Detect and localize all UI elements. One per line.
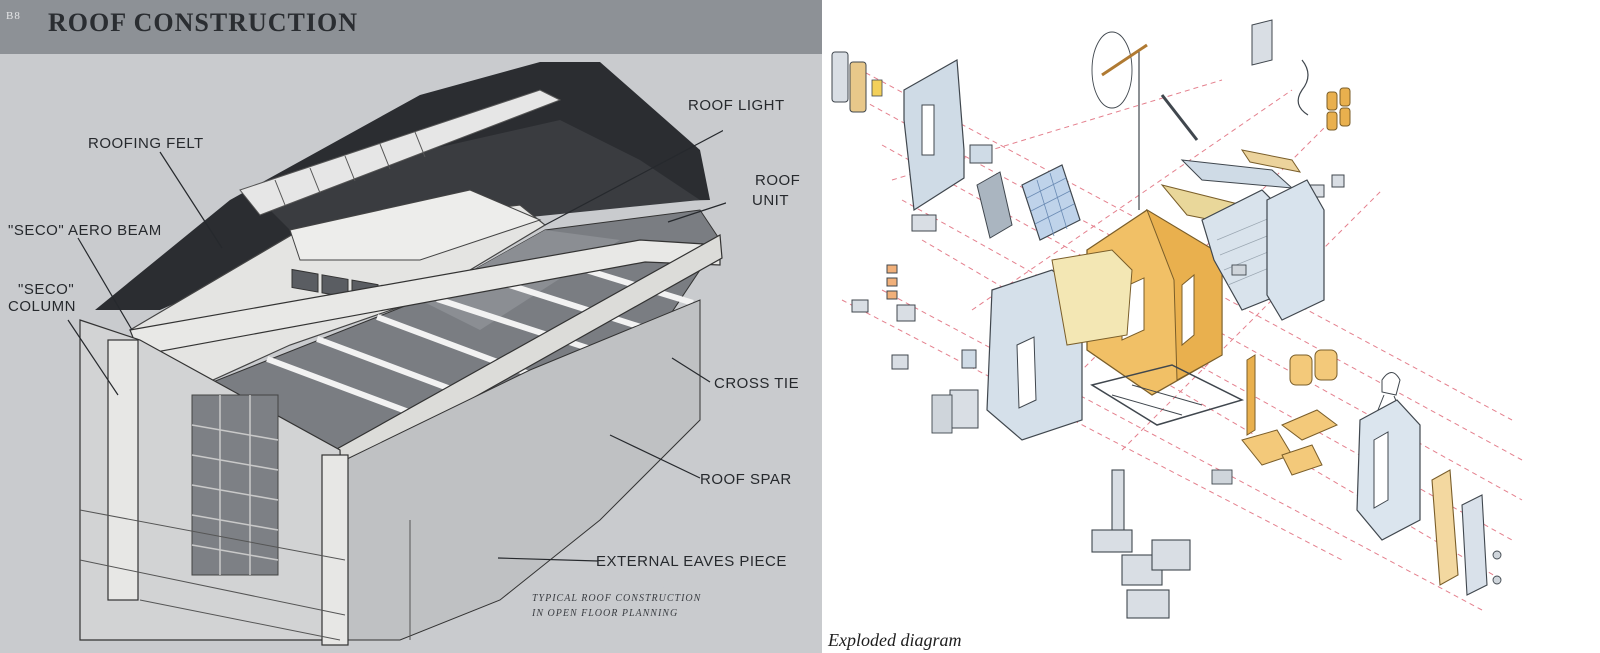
- page-title: ROOF CONSTRUCTION: [48, 8, 359, 37]
- heater-unit: [969, 144, 993, 164]
- roof-construction-panel: B8 ROOF CONSTRUCTION: [0, 0, 822, 653]
- base-frame: [1090, 364, 1245, 426]
- roof-construction-drawing: [67, 62, 759, 646]
- seco-column: [107, 339, 139, 601]
- callout-cross-tie: CROSS TIE: [714, 375, 800, 392]
- cushion-pieces: [1326, 87, 1351, 131]
- callout-roof-light: ROOF LIGHT: [688, 97, 785, 114]
- callout-seco-column-line2: COLUMN: [8, 298, 77, 315]
- callout-seco-column-line1: "SECO": [18, 281, 75, 298]
- callout-external-eaves-piece: EXTERNAL EAVES PIECE: [596, 553, 787, 570]
- callout-leaders: [67, 111, 759, 562]
- page-number: B8: [6, 10, 21, 22]
- drawing-caption-line2: IN OPEN FLOOR PLANNING: [532, 608, 679, 619]
- callout-aero-beam: "SECO" AERO BEAM: [8, 222, 162, 239]
- drawing-caption-line1: TYPICAL ROOF CONSTRUCTION: [532, 593, 702, 604]
- roof-light-strip: [239, 89, 562, 216]
- solar-panel: [1021, 164, 1081, 241]
- wall-panel-right-upper: [1266, 179, 1325, 321]
- callout-roof-unit-line1: ROOF: [755, 172, 801, 189]
- plumbing-assembly: [1091, 469, 1191, 619]
- callout-roofing-felt: ROOFING FELT: [88, 135, 204, 152]
- seat-pieces: [1241, 349, 1338, 476]
- exploded-diagram-panel: Exploded diagram: [822, 0, 1600, 653]
- panel-header-bar: B8 ROOF CONSTRUCTION: [0, 0, 822, 54]
- diagram-caption: Exploded diagram: [828, 630, 962, 650]
- bracket-part: [1251, 19, 1273, 66]
- exploded-diagram-drawing: [831, 19, 1523, 619]
- small-parts-left: [851, 214, 979, 429]
- callout-roof-spar: ROOF SPAR: [700, 471, 792, 488]
- wood-strip: [1246, 354, 1256, 436]
- door-pieces: [831, 51, 849, 103]
- hardware-bits: [931, 264, 1502, 585]
- callout-roof-unit-line2: UNIT: [752, 192, 789, 209]
